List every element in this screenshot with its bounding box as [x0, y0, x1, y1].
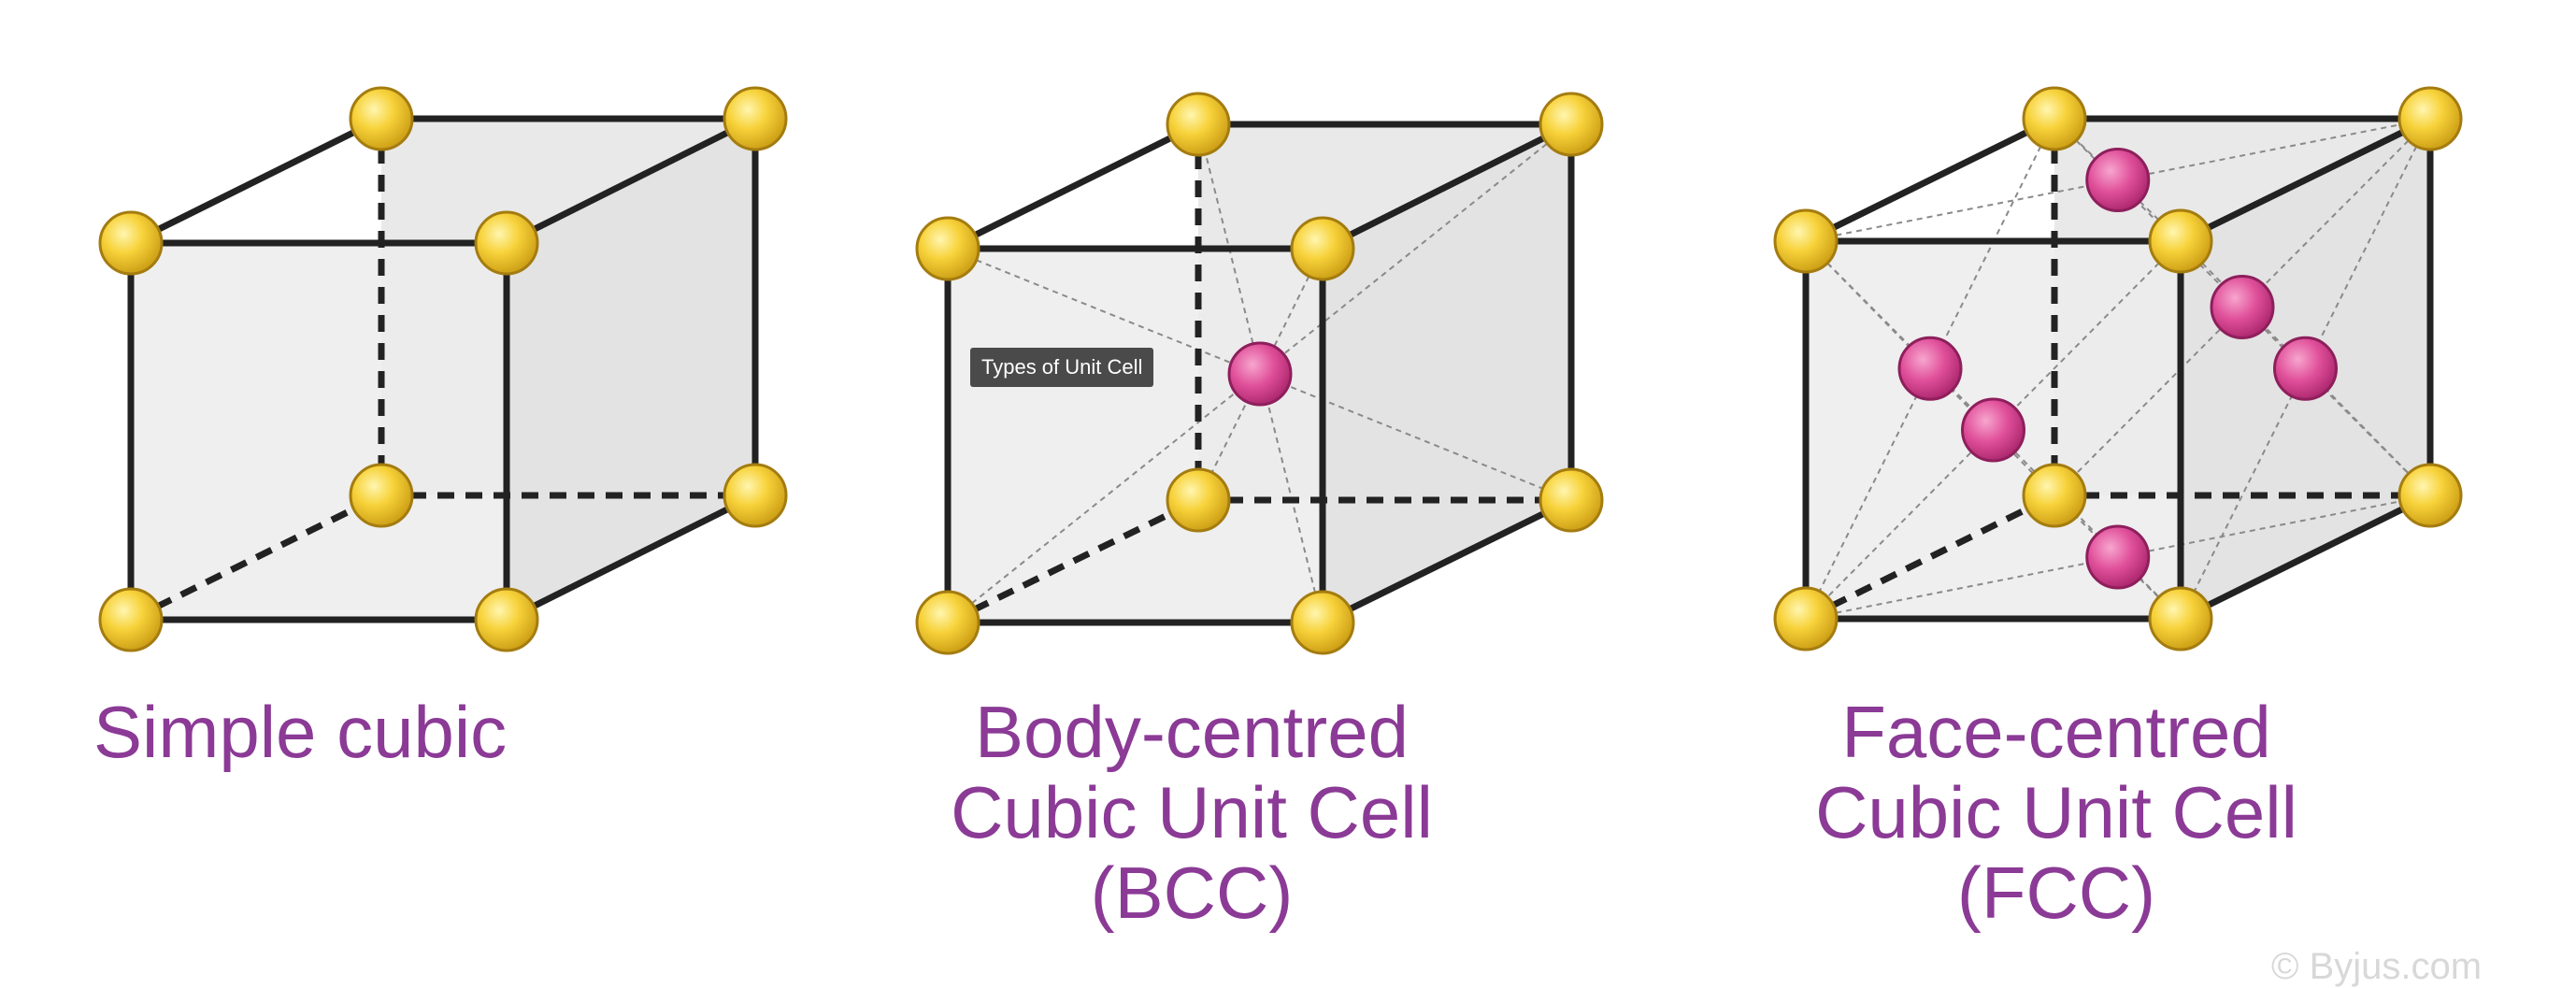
hidden-edge — [129, 492, 383, 623]
face-center-atom — [2210, 275, 2275, 339]
body-center-atom — [1227, 341, 1293, 407]
corner-atom — [474, 210, 539, 276]
corner-atom — [98, 210, 164, 276]
face-diagonal — [2054, 118, 2431, 496]
corner-atom — [1166, 92, 1231, 157]
corner-atom — [1773, 208, 1839, 274]
cube-edge — [503, 492, 759, 623]
cube-edge — [127, 115, 385, 247]
simple-cubic-cell — [98, 86, 788, 652]
body-diagonal — [947, 248, 1572, 501]
face-diagonal — [1805, 118, 2431, 242]
face-center-atom — [2273, 336, 2338, 401]
caption-line: Cubic Unit Cell — [951, 771, 1433, 853]
cube-edge — [2177, 492, 2434, 623]
corner-atom — [1538, 467, 1604, 533]
front-face — [131, 243, 507, 620]
corner-atom — [2148, 208, 2213, 274]
tooltip: Types of Unit Cell — [970, 348, 1154, 387]
caption-line: Body-centred — [975, 691, 1409, 773]
cube-edge — [1319, 121, 1575, 252]
watermark: © Byjus.com — [2271, 946, 2483, 987]
cube-edge — [1319, 496, 1575, 626]
face-center-atom — [2085, 524, 2151, 590]
corner-atom — [1538, 92, 1604, 157]
hidden-edge — [946, 496, 1200, 626]
fcc-caption: Face-centred Cubic Unit Cell (FCC) — [1710, 692, 2402, 933]
face-diagonal — [1805, 240, 2182, 620]
fcc-cell — [1773, 86, 2463, 652]
unit-cell-diagram — [98, 86, 2463, 655]
corner-atom — [2397, 463, 2463, 528]
cube-edge — [944, 121, 1202, 252]
cube-edge — [503, 115, 759, 247]
caption-line: Simple cubic — [93, 691, 508, 773]
face-center-atom — [1897, 336, 1963, 401]
cube-edge — [2177, 115, 2434, 245]
corner-atom — [349, 463, 414, 528]
face-diagonal — [2054, 118, 2431, 496]
corner-atom — [2397, 86, 2463, 151]
corner-atom — [98, 587, 164, 652]
corner-atom — [1773, 586, 1839, 652]
corner-atom — [2148, 586, 2213, 652]
front-face — [948, 249, 1323, 623]
corner-atom — [2022, 86, 2087, 151]
caption-line: Face-centred — [1841, 691, 2271, 773]
simple-cubic-caption: Simple cubic — [93, 692, 507, 772]
face-diagonal — [1805, 494, 2431, 620]
corner-atom — [1290, 216, 1355, 281]
face-center-atom — [2085, 148, 2151, 212]
corner-atom — [915, 590, 980, 655]
corner-atom — [915, 216, 980, 281]
corner-atom — [2022, 463, 2087, 528]
body-diagonal — [1197, 123, 1324, 623]
corner-atom — [474, 587, 539, 652]
hidden-edge — [1804, 492, 2056, 623]
corner-atom — [723, 463, 788, 528]
face-center-atom — [1961, 397, 2025, 463]
cube-edge — [1802, 115, 2058, 245]
bcc-cell — [915, 92, 1604, 655]
caption-line: (FCC) — [1956, 852, 2156, 934]
corner-atom — [349, 86, 414, 151]
caption-line: Cubic Unit Cell — [1815, 771, 2297, 853]
corner-atom — [1166, 467, 1231, 533]
bcc-caption: Body-centred Cubic Unit Cell (BCC) — [846, 692, 1538, 933]
corner-atom — [1290, 590, 1355, 655]
corner-atom — [723, 86, 788, 151]
caption-line: (BCC) — [1090, 852, 1294, 934]
